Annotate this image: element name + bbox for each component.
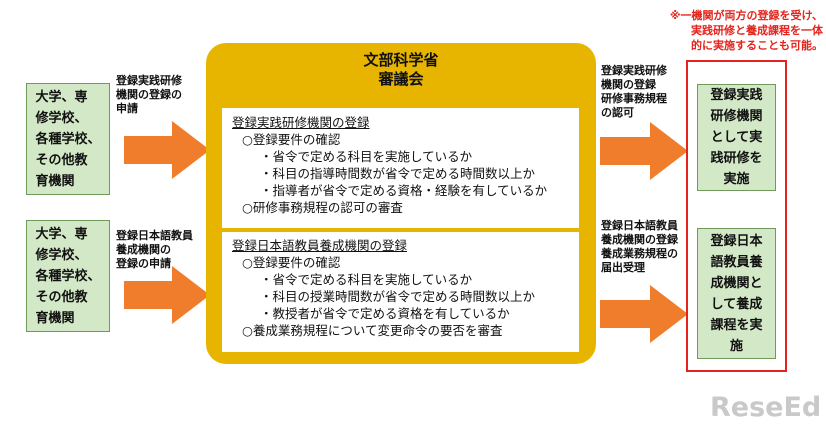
left-box-line: その他教: [35, 289, 88, 305]
right-box-line: 実施: [723, 172, 750, 187]
label-line: 養成機関の: [116, 243, 171, 256]
panel-item: ・省令で定める科目を実施しているか: [260, 272, 473, 287]
left-label-training-application: 登録実践研修 機関の登録の 申請: [116, 74, 182, 116]
label-line: 研修事務規程: [601, 92, 667, 105]
left-box-line: 大学、専: [35, 89, 88, 105]
left-box-line: 各種学校、: [35, 131, 101, 147]
right-box-line: 課程を実: [710, 317, 763, 333]
arrow-right-icon: [600, 122, 688, 180]
note-line: 的に実施することも可能。: [691, 39, 823, 52]
right-box-line: 語教員養: [710, 254, 763, 270]
right-box-line: 登録日本: [710, 233, 763, 249]
label-line: 養成機関の登録: [601, 233, 678, 246]
right-box-line: して養成: [710, 296, 763, 312]
panel-item: ○登録要件の確認: [242, 132, 341, 147]
left-box-line: 各種学校、: [35, 268, 101, 284]
right-box-line: として実: [710, 130, 763, 145]
left-box-line: 育機関: [35, 173, 75, 189]
council-title-line: 審議会: [378, 70, 424, 88]
right-box-line: 成機関と: [710, 275, 763, 291]
left-box-training-applicant: 大学、専 修学校、 各種学校、 その他教 育機関: [26, 83, 110, 195]
right-label-training-approval: 登録実践研修 機関の登録 研修事務規程 の認可: [601, 64, 667, 120]
label-line: の認可: [601, 106, 634, 119]
right-box-line: 研修機関: [710, 109, 763, 124]
label-line: 申請: [116, 102, 138, 115]
combined-operation-frame: [686, 60, 787, 372]
resed-logo: ReseEd: [710, 392, 822, 423]
right-box-line: 践研修を: [710, 151, 763, 166]
label-line: 登録実践研修: [116, 74, 182, 87]
label-line: 機関の登録: [601, 78, 656, 91]
right-box-line: 施: [729, 338, 743, 354]
left-box-line: 育機関: [35, 310, 75, 326]
panel-item: ・科目の授業時間数が省令で定める時間数以上か: [260, 289, 536, 304]
panel-heading: 登録実践研修機関の登録: [232, 115, 370, 130]
right-label-teacher-acceptance: 登録日本語教員 養成機関の登録 養成業務規程の 届出受理: [601, 219, 678, 275]
panel-item: ○養成業務規程について変更命令の要否を審査: [242, 323, 503, 338]
left-box-line: 修学校、: [35, 247, 88, 263]
left-box-line: 修学校、: [35, 110, 88, 126]
label-line: 養成業務規程の: [601, 247, 678, 260]
note-line: 実践研修と養成課程を一体: [691, 24, 823, 37]
label-line: 機関の登録の: [116, 88, 182, 101]
arrow-right-icon: [124, 266, 210, 324]
panel-item: ・指導者が省令で定める資格・経験を有しているか: [260, 183, 548, 198]
right-box-line: 登録実践: [710, 88, 763, 103]
label-line: 登録日本語教員: [116, 229, 193, 242]
note-line: ※一機関が両方の登録を受け、: [669, 9, 823, 22]
right-box-training-execution: 登録実践 研修機関 として実 践研修を 実施: [697, 84, 776, 191]
arrow-right-icon: [124, 121, 210, 179]
right-box-teacher-course-execution: 登録日本 語教員養 成機関と して養成 課程を実 施: [697, 228, 776, 359]
arrow-right-icon: [600, 285, 688, 343]
panel-item: ○研修事務規程の認可の審査: [242, 200, 403, 215]
panel-item: ・科目の指導時間数が省令で定める時間数以上か: [260, 166, 536, 181]
panel-item: ・教授者が省令で定める資格を有しているか: [260, 306, 510, 321]
panel-item: ・省令で定める科目を実施しているか: [260, 149, 473, 164]
council-title-line: 文部科学省: [363, 51, 439, 69]
panel-teacher-registration: 登録日本語教員養成機関の登録 ○登録要件の確認 ・省令で定める科目を実施している…: [222, 232, 579, 352]
left-label-teacher-application: 登録日本語教員 養成機関の 登録の申請: [116, 229, 193, 271]
left-box-line: その他教: [35, 152, 88, 168]
label-line: 登録実践研修: [601, 64, 667, 77]
note-text: ※一機関が両方の登録を受け、 実践研修と養成課程を一体 的に実施することも可能。: [583, 8, 823, 53]
council-title: 文部科学省 審議会: [206, 51, 596, 89]
panel-heading: 登録日本語教員養成機関の登録: [232, 238, 408, 253]
panel-training-registration: 登録実践研修機関の登録 ○登録要件の確認 ・省令で定める科目を実施しているか ・…: [222, 108, 579, 228]
panel-item: ○登録要件の確認: [242, 255, 341, 270]
left-box-teacher-applicant: 大学、専 修学校、 各種学校、 その他教 育機関: [26, 220, 110, 332]
label-line: 登録日本語教員: [601, 219, 678, 232]
left-box-line: 大学、専: [35, 226, 88, 242]
label-line: 登録の申請: [116, 257, 171, 270]
label-line: 届出受理: [601, 261, 645, 274]
